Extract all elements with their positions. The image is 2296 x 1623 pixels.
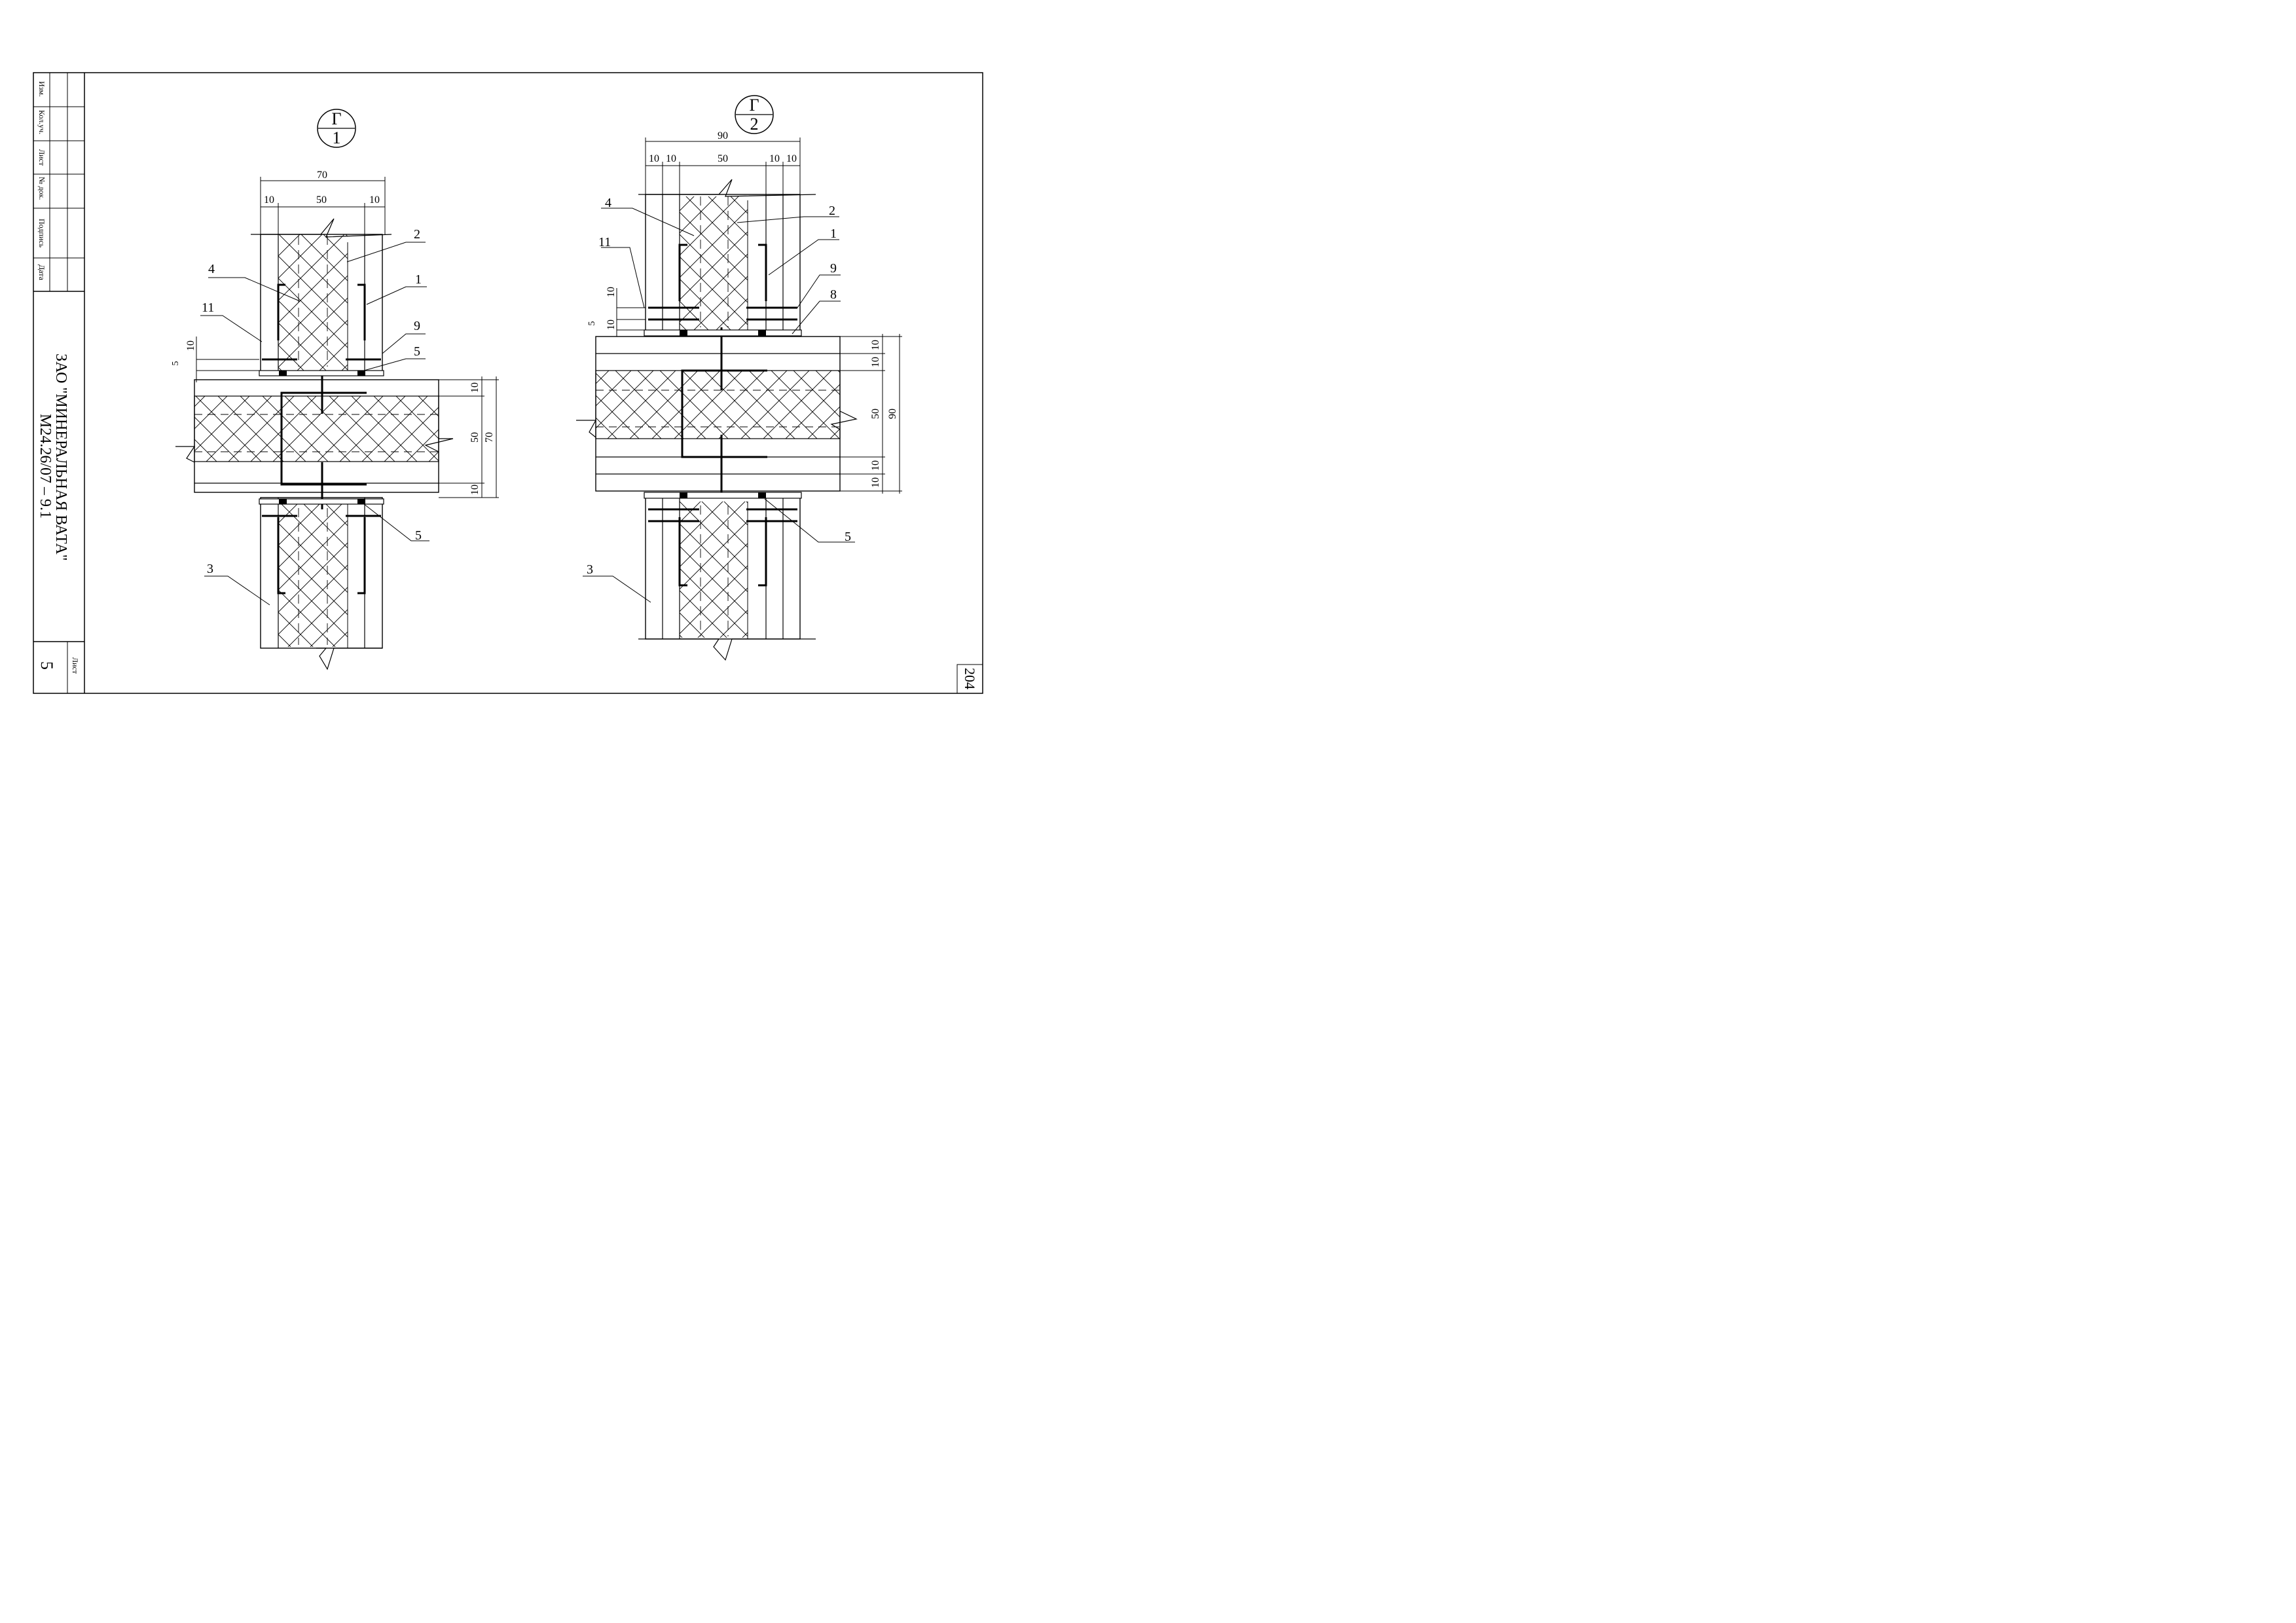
dim-1-left-a: 10 [185, 340, 196, 351]
marker-2-bottom: 2 [750, 115, 759, 134]
floor-panel-2 [576, 327, 858, 498]
callout-2-8: 8 [830, 287, 837, 302]
dim-1-right-b: 50 [469, 432, 481, 443]
sheet-label: Лист [71, 657, 80, 674]
dim-2-right-total: 90 [887, 409, 898, 419]
callout-1-11: 11 [202, 301, 214, 315]
sheet-number: 5 [37, 661, 56, 670]
detail-2: Г 2 [576, 95, 902, 661]
upper-wall-2 [638, 179, 816, 337]
sheet-frame [33, 72, 983, 694]
callout-2-5: 5 [845, 530, 851, 544]
callout-1-1: 1 [415, 272, 422, 287]
floor-panel-1 [175, 371, 454, 509]
dimensions-2 [616, 137, 902, 494]
field-list: Лист [37, 149, 46, 166]
leaders-2 [583, 208, 855, 603]
dim-2-top-c: 50 [718, 153, 728, 164]
callout-1-5a: 5 [414, 344, 420, 359]
lower-wall-1 [259, 497, 384, 670]
dim-2-top-b: 10 [666, 153, 676, 164]
field-date: Дата [37, 264, 46, 280]
field-izm: Изм. [37, 81, 46, 97]
dim-2-top-total: 90 [718, 130, 728, 141]
dim-2-right-c: 50 [870, 409, 881, 419]
dim-2-left-c: 5 [587, 321, 597, 326]
callout-2-1: 1 [830, 227, 837, 241]
dim-1-top-mid: 50 [316, 194, 327, 206]
marker-2-top: Г [749, 96, 759, 115]
dim-1-left-b: 5 [171, 361, 181, 366]
dim-2-top-e: 10 [786, 153, 797, 164]
drawing-sheet: Г 1 [33, 72, 983, 694]
dimensions-1 [196, 177, 499, 498]
leaders-1 [200, 242, 429, 606]
callout-1-3: 3 [207, 562, 213, 576]
dim-2-right-d: 10 [870, 460, 881, 471]
dim-1-right-total: 70 [484, 432, 495, 443]
dim-1-top-right: 10 [369, 194, 380, 206]
dim-1-right-a: 10 [469, 382, 481, 393]
section-marker-1: Г 1 [317, 109, 356, 148]
dim-2-right-a: 10 [870, 340, 881, 350]
callout-2-3: 3 [587, 562, 593, 577]
field-doc-num: № док. [37, 177, 46, 200]
callout-2-11: 11 [598, 235, 611, 249]
callout-1-5b: 5 [415, 528, 422, 543]
dim-2-right-b: 10 [870, 357, 881, 367]
dim-2-top-d: 10 [769, 153, 780, 164]
dim-2-right-e: 10 [870, 477, 881, 488]
callout-1-9: 9 [414, 319, 420, 333]
dim-2-left-b: 10 [606, 319, 617, 330]
marker-1-top: Г [331, 109, 341, 128]
upper-wall-1 [251, 218, 392, 376]
page-number: 204 [962, 668, 978, 689]
company-name: ЗАО "МИНЕРАЛЬНАЯ ВАТА" [52, 354, 69, 561]
callout-2-9: 9 [830, 261, 837, 276]
document-code: М24.26/07 – 9.1 [37, 414, 54, 519]
dim-1-top-total: 70 [317, 170, 327, 181]
dim-2-top-a: 10 [649, 153, 659, 164]
lower-wall-2 [638, 492, 816, 661]
dim-2-left-a: 10 [606, 287, 617, 297]
callout-1-4: 4 [208, 262, 215, 276]
detail-1: Г 1 [171, 109, 499, 670]
section-marker-2: Г 2 [735, 95, 774, 134]
callout-2-2: 2 [829, 204, 835, 218]
marker-1-bottom: 1 [333, 128, 341, 147]
field-signature: Подпись [37, 219, 46, 248]
callout-1-2: 2 [414, 227, 420, 242]
callout-2-4: 4 [605, 196, 611, 210]
dim-1-right-c: 10 [469, 484, 481, 495]
field-kol-uch: Кол.уч. [37, 110, 46, 135]
dim-1-top-left: 10 [264, 194, 274, 206]
